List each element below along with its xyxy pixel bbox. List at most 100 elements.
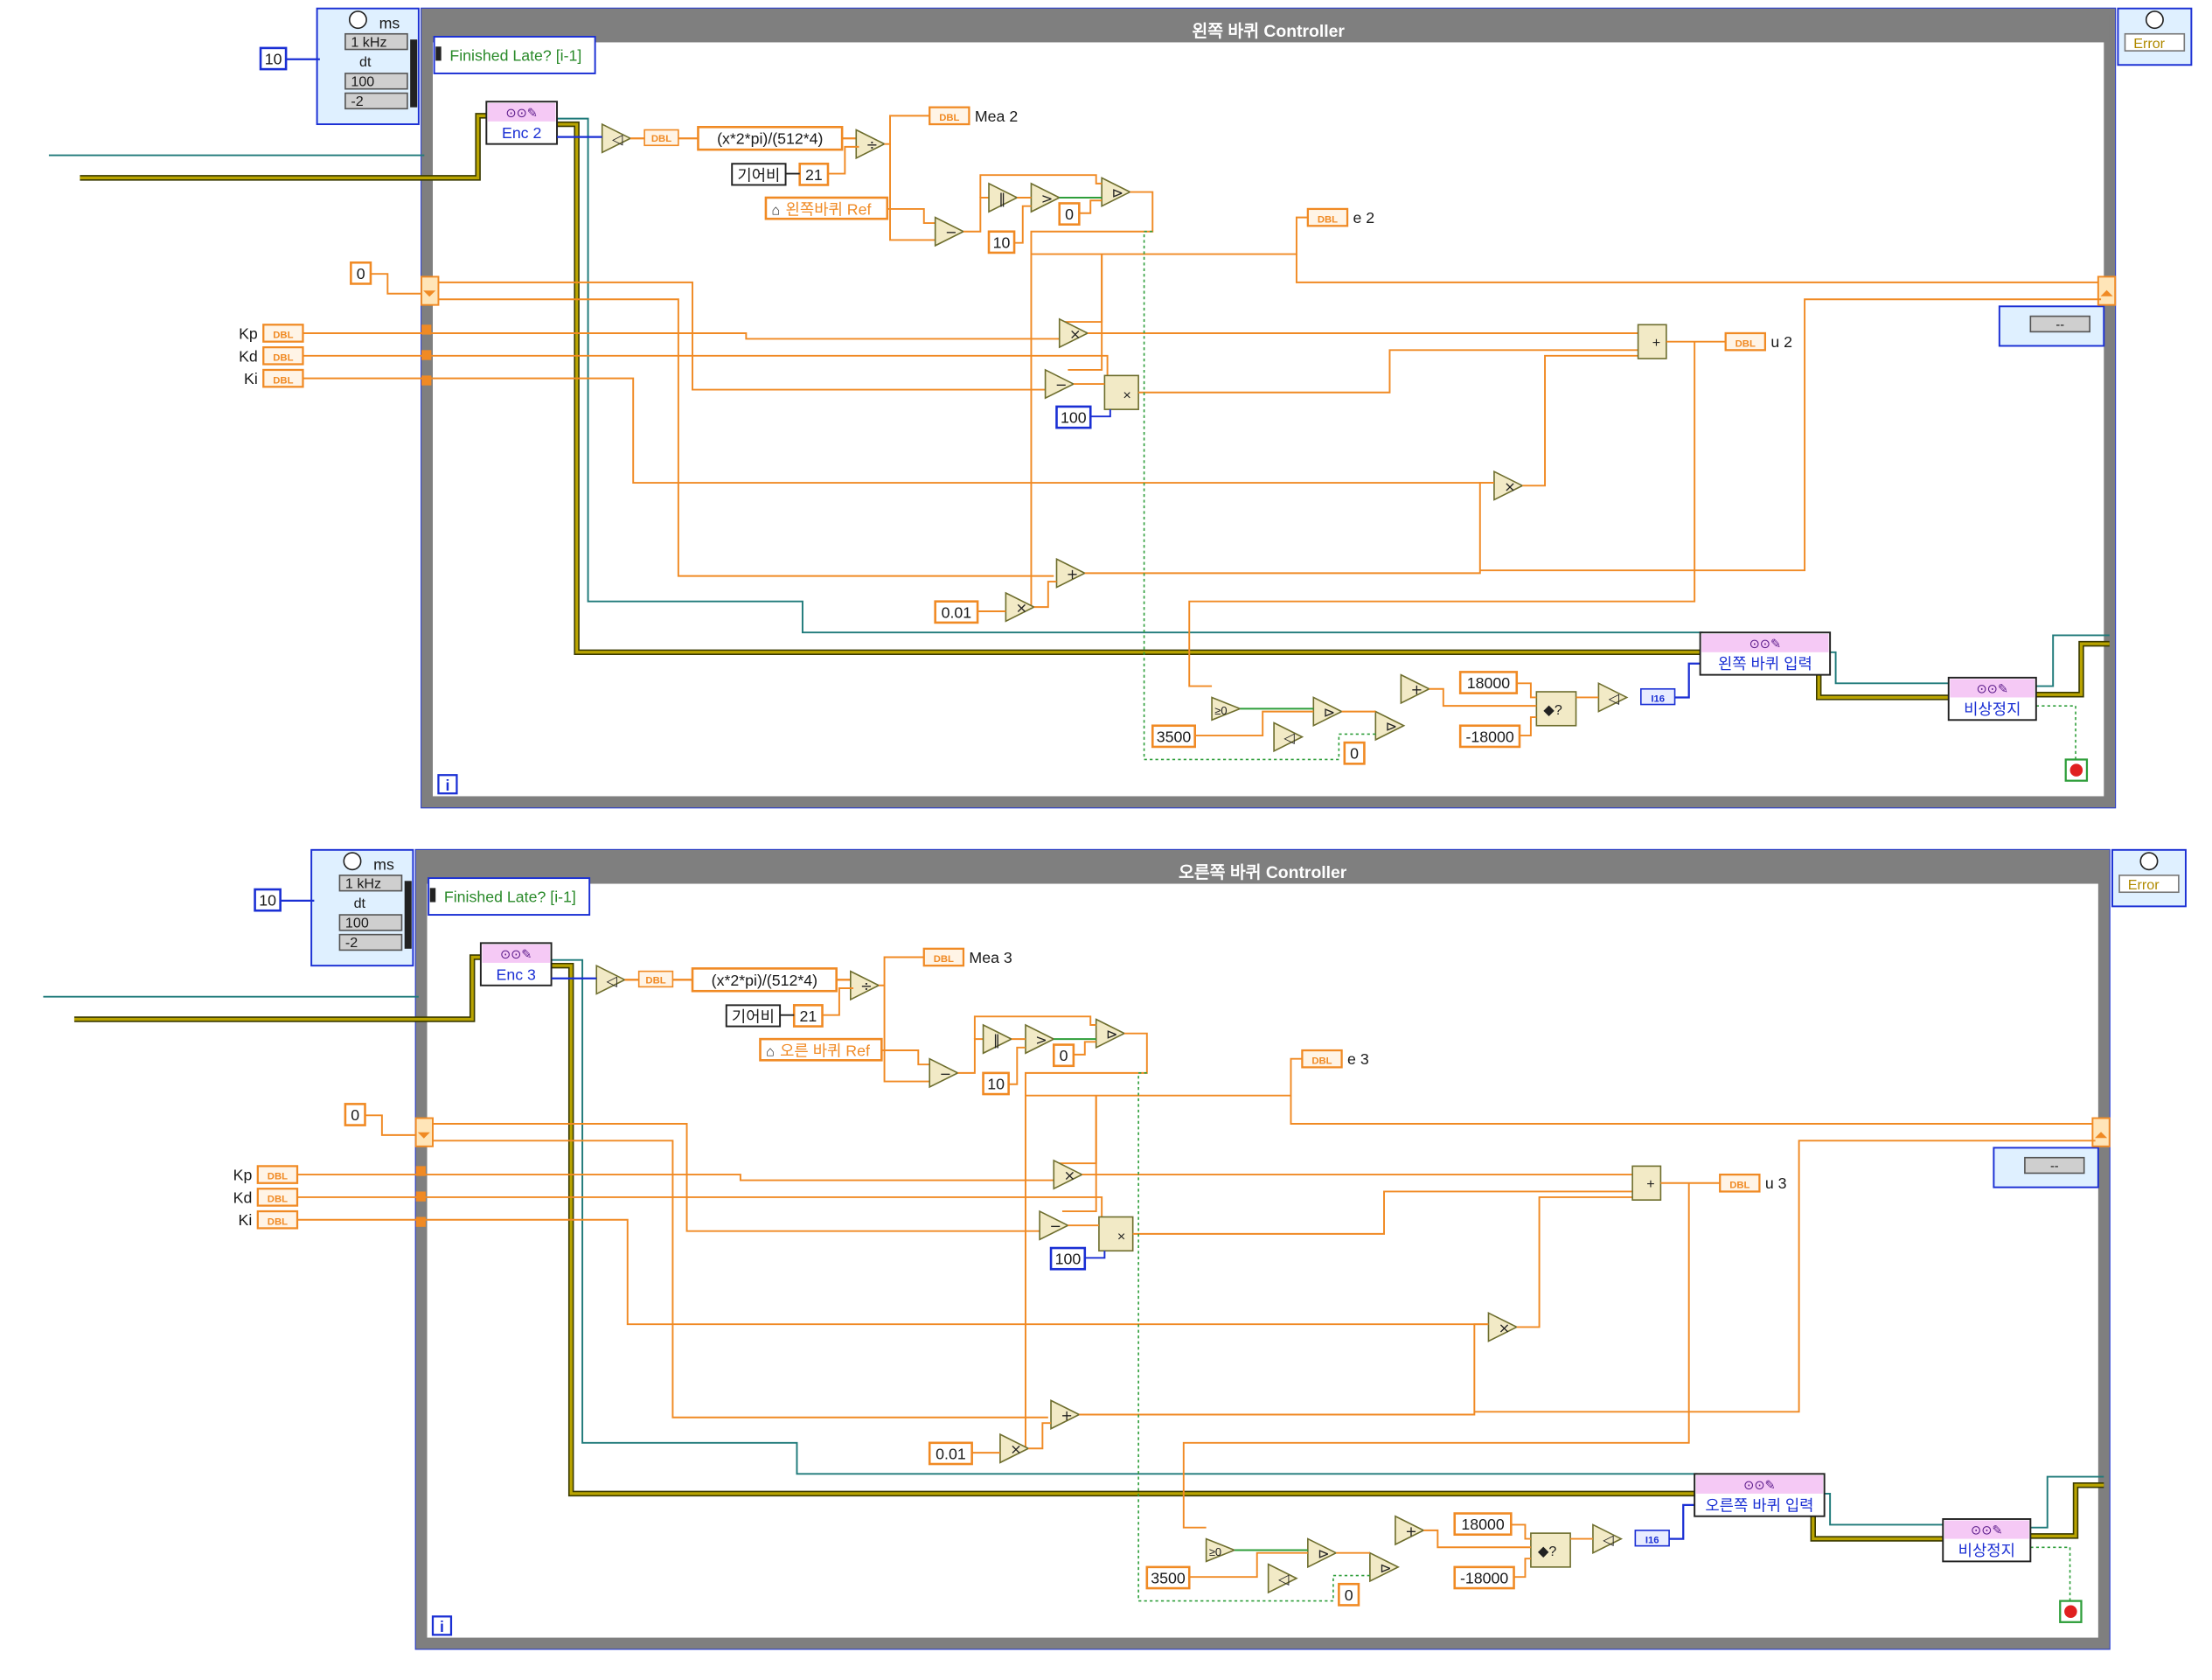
stop-terminal[interactable] (2059, 1600, 2083, 1623)
deriv-constant[interactable]: 100 (1049, 1246, 1087, 1271)
greater-node[interactable]: > (1025, 1023, 1056, 1055)
stop-terminal[interactable] (2064, 758, 2089, 782)
select-node[interactable]: ⊳ (1095, 1018, 1126, 1049)
negate-node[interactable]: ◁ (1267, 1563, 1298, 1594)
shift-register-left[interactable]: ⏷ (421, 275, 440, 306)
deriv-constant[interactable]: 100 (1055, 405, 1092, 429)
negate-node[interactable]: ◁ (1273, 721, 1304, 753)
shift-register-right[interactable]: ⏶ (2091, 1117, 2111, 1147)
min-constant[interactable]: -18000 (1458, 724, 1521, 749)
sat-select-1-node[interactable]: ⊳ (1312, 696, 1344, 728)
encoder-subvi[interactable]: ⊙⊙✎Enc 3 (479, 942, 553, 986)
iteration-terminal[interactable]: i (437, 774, 458, 795)
ge-zero-node[interactable]: ≥0 (1205, 1537, 1237, 1563)
select-node[interactable]: ⊳ (1101, 177, 1132, 207)
ki-multiply-node[interactable]: × (1487, 1311, 1519, 1342)
dt-constant[interactable]: 10 (259, 46, 288, 71)
formula-node[interactable]: (x*2*pi)/(512*4) (691, 967, 838, 993)
sat-select-2-node[interactable]: ⊳ (1369, 1551, 1400, 1583)
integral-add-node[interactable]: + (1050, 1399, 1082, 1430)
divide-node[interactable]: ÷ (855, 129, 887, 160)
greater-node[interactable]: > (1030, 182, 1061, 213)
abs-node[interactable]: ‖ (982, 1023, 1013, 1055)
gear-value[interactable]: 21 (792, 1004, 824, 1028)
derivative-multiply-node[interactable]: × (1098, 1216, 1134, 1252)
ge-zero-node[interactable]: ≥0 (1211, 696, 1242, 721)
dbl-convert[interactable]: DBL (643, 129, 679, 147)
estop-subvi[interactable]: ⊙⊙✎비상정지 (1942, 1518, 2032, 1563)
dt-constant[interactable]: 10 (254, 888, 282, 912)
to-dbl-node[interactable]: ◁ (595, 964, 627, 995)
abs-node[interactable]: ‖ (988, 182, 1019, 213)
reference-control[interactable]: ⌂왼쪽바퀴 Ref (764, 196, 889, 220)
dbl-convert[interactable]: DBL (637, 970, 674, 988)
limit-constant[interactable]: 10 (982, 1071, 1010, 1096)
sat-select-2-node[interactable]: ⊳ (1374, 710, 1406, 742)
timing-output-node[interactable]: Error (2117, 7, 2193, 66)
dt-value-constant[interactable]: 0.01 (928, 1441, 973, 1466)
d-subtract-node[interactable]: − (1039, 1209, 1070, 1241)
init-constant[interactable]: 0 (350, 261, 372, 285)
ki-multiply-node[interactable]: × (1493, 470, 1525, 501)
limit-3500-constant[interactable]: 3500 (1151, 724, 1196, 749)
shift-register-right[interactable]: ⏶ (2097, 275, 2117, 306)
kp-multiply-node[interactable]: × (1053, 1159, 1084, 1190)
sat-add-node[interactable]: + (1395, 1515, 1426, 1546)
error-subtract-node[interactable]: − (929, 1057, 960, 1089)
dt-value-constant[interactable]: 0.01 (934, 600, 979, 624)
min-constant[interactable]: -18000 (1453, 1565, 1515, 1590)
zero-constant[interactable]: 0 (1052, 1043, 1075, 1068)
reference-control[interactable]: ⌂오른 바퀴 Ref (759, 1037, 883, 1062)
sat-select-1-node[interactable]: ⊳ (1307, 1537, 1338, 1569)
shift-register-left[interactable]: ⏷ (414, 1117, 434, 1147)
zero-constant[interactable]: 0 (1058, 202, 1081, 226)
error-subtract-node[interactable]: − (934, 216, 965, 247)
pid-sum-node[interactable]: + (1637, 324, 1667, 359)
encoder-subvi[interactable]: ⊙⊙✎Enc 2 (485, 101, 559, 145)
i16-convert[interactable]: I16 (1634, 1530, 1670, 1547)
iteration-terminal[interactable]: i (431, 1615, 453, 1636)
zero-b-constant[interactable]: 0 (1338, 1582, 1360, 1607)
timing-output-node[interactable]: Error (2111, 848, 2187, 908)
limit-3500-constant[interactable]: 3500 (1145, 1565, 1191, 1590)
dt-multiply-node[interactable]: × (1005, 591, 1036, 623)
to-i16-node[interactable]: ◁ (1597, 682, 1629, 713)
i16-convert[interactable]: I16 (1640, 687, 1676, 706)
finished-late-terminal[interactable]: Finished Late? [i-1] (433, 36, 596, 74)
max-constant[interactable]: 18000 (1453, 1512, 1513, 1537)
wheel-input-subvi[interactable]: ⊙⊙✎오른쪽 바퀴 입력 (1694, 1473, 1826, 1517)
gear-ratio[interactable]: 기어비 (731, 163, 787, 186)
error-cluster-indicator[interactable]: -- (1998, 305, 2105, 347)
divide-node[interactable]: ÷ (850, 970, 880, 1001)
wheel-input-subvi[interactable]: ⊙⊙✎왼쪽 바퀴 입력 (1699, 631, 1832, 676)
coerce-node[interactable]: ◆? (1535, 691, 1577, 727)
error-cluster-indicator[interactable]: -- (1993, 1147, 2099, 1189)
limit-constant[interactable]: 10 (987, 230, 1016, 254)
finished-late-terminal[interactable]: Finished Late? [i-1] (428, 877, 591, 917)
sat-add-node[interactable]: + (1400, 673, 1431, 705)
integral-add-node[interactable]: + (1055, 557, 1087, 589)
kp-multiply-node[interactable]: × (1058, 317, 1089, 349)
max-constant[interactable]: 18000 (1458, 671, 1519, 694)
gear-value[interactable]: 21 (798, 162, 830, 186)
gear-ratio[interactable]: 기어비 (725, 1004, 782, 1028)
d-subtract-node[interactable]: − (1044, 368, 1075, 400)
to-i16-node[interactable]: ◁ (1592, 1523, 1624, 1555)
dt-multiply-node[interactable]: × (999, 1433, 1031, 1464)
formula-node[interactable]: (x*2*pi)/(512*4) (697, 125, 844, 151)
estop-subvi[interactable]: ⊙⊙✎비상정지 (1947, 676, 2037, 721)
coerce-node[interactable]: ◆? (1530, 1532, 1571, 1568)
